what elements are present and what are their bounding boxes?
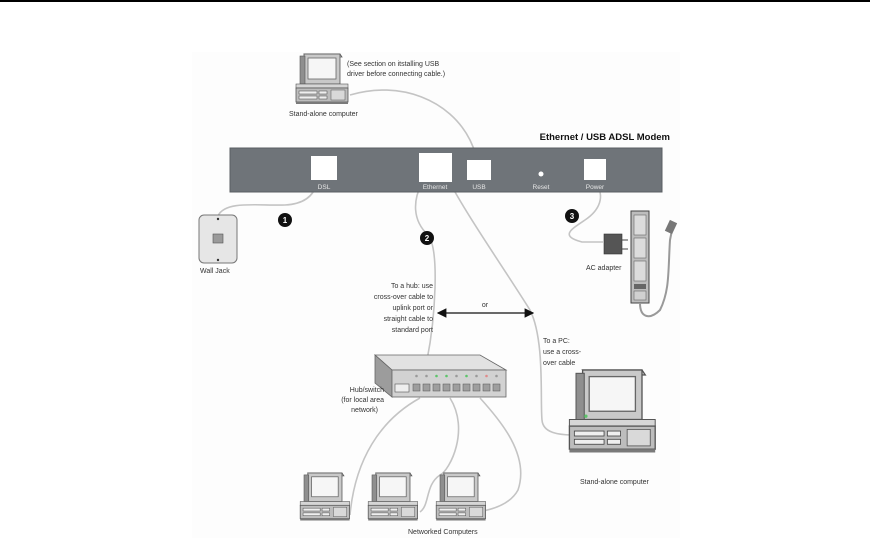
top-computer-label: Stand-alone computer	[289, 111, 359, 118]
dsl-port[interactable]	[311, 156, 337, 180]
modem-title: Ethernet / USB ADSL Modem	[540, 132, 670, 143]
ethernet-port[interactable]	[419, 153, 452, 182]
pc-note-line: over cable	[543, 360, 575, 367]
hub-port	[452, 383, 461, 392]
power-cable	[568, 183, 603, 243]
hub-led	[455, 374, 458, 378]
ethernet-to-pc-cable	[449, 182, 586, 436]
wall-jack-label: Wall Jack	[200, 268, 230, 275]
svg-text:3: 3	[570, 212, 575, 221]
pc-note: To a PC: use a cross- over cable	[543, 338, 582, 367]
usb-note-line2: driver before connecting cable.)	[347, 71, 445, 78]
hub-note-line: straight cable to	[384, 316, 434, 323]
adsl-modem: DSL Ethernet USB Reset Power	[229, 147, 663, 193]
usb-port[interactable]	[467, 160, 491, 180]
networked-computers-label: Networked Computers	[408, 529, 478, 536]
hub-port	[472, 383, 481, 392]
usb-note-line1: (See section on itstalling USB	[347, 61, 440, 68]
hub-ports	[412, 383, 501, 392]
hub-port	[432, 383, 441, 392]
hub-led	[435, 374, 438, 378]
hub-note-line: cross-over cable to	[374, 294, 433, 301]
hub-led	[425, 374, 428, 378]
dsl-port-label: DSL	[318, 184, 331, 191]
pc-note-line: To a PC:	[543, 338, 570, 345]
hub-port	[412, 383, 421, 392]
hub-port	[492, 383, 501, 392]
hub-led	[445, 374, 448, 378]
dsl-cable	[217, 182, 318, 217]
hub-note-line: uplink port or	[393, 305, 434, 312]
hub-note: To a hub: use cross-over cable to uplink…	[374, 283, 434, 334]
reset-button[interactable]	[538, 171, 544, 177]
svg-text:(for local area: (for local area	[341, 397, 384, 404]
hub-uplink-port	[394, 383, 410, 393]
right-standalone-computer	[568, 369, 657, 454]
power-strip	[630, 210, 678, 318]
top-rule	[0, 0, 870, 2]
usb-port-label: USB	[472, 184, 485, 191]
hub-note-line: To a hub: use	[391, 283, 433, 290]
hub-led	[475, 374, 478, 378]
hub-to-pc1-cable	[349, 397, 421, 516]
power-strip-cord	[639, 229, 673, 318]
wall-jack	[198, 214, 238, 264]
networked-computer-1	[299, 472, 351, 521]
or-label: or	[482, 302, 489, 309]
right-computer-label: Stand-alone computer	[580, 479, 650, 486]
top-standalone-computer	[295, 53, 349, 105]
step-badge-2: 2	[420, 231, 434, 245]
networked-computer-2	[367, 472, 419, 521]
hub-switch	[373, 354, 508, 398]
networked-computer-3	[435, 472, 487, 521]
hub-led	[415, 374, 418, 378]
figure-background	[192, 52, 680, 538]
hub-led	[465, 374, 468, 378]
svg-text:1: 1	[283, 216, 288, 225]
ethernet-port-label: Ethernet	[423, 184, 448, 191]
hub-port	[442, 383, 451, 392]
svg-text:Hub/switch: Hub/switch	[350, 387, 384, 394]
hub-port	[482, 383, 491, 392]
hub-leds	[415, 374, 498, 378]
ac-adapter-label: AC adapter	[586, 265, 622, 272]
svg-text:network): network)	[351, 407, 378, 414]
hub-led	[485, 374, 488, 378]
hub-label: Hub/switch (for local area network)	[341, 387, 384, 414]
step-badge-3: 3	[565, 209, 579, 223]
svg-text:2: 2	[425, 234, 430, 243]
reset-label: Reset	[533, 184, 550, 191]
power-port-label: Power	[586, 184, 605, 191]
power-plug	[664, 219, 678, 235]
hub-to-pc3-cable	[477, 397, 522, 513]
hub-led	[495, 374, 498, 378]
ac-adapter	[603, 233, 628, 255]
power-strip-switch	[633, 290, 647, 301]
hub-note-line: standard port	[392, 327, 433, 334]
power-port[interactable]	[584, 159, 606, 180]
hub-port	[462, 383, 471, 392]
hub-port	[422, 383, 431, 392]
wall-jack-socket	[212, 233, 224, 244]
step-badge-1: 1	[278, 213, 292, 227]
pc-note-line: use a cross-	[543, 349, 582, 356]
